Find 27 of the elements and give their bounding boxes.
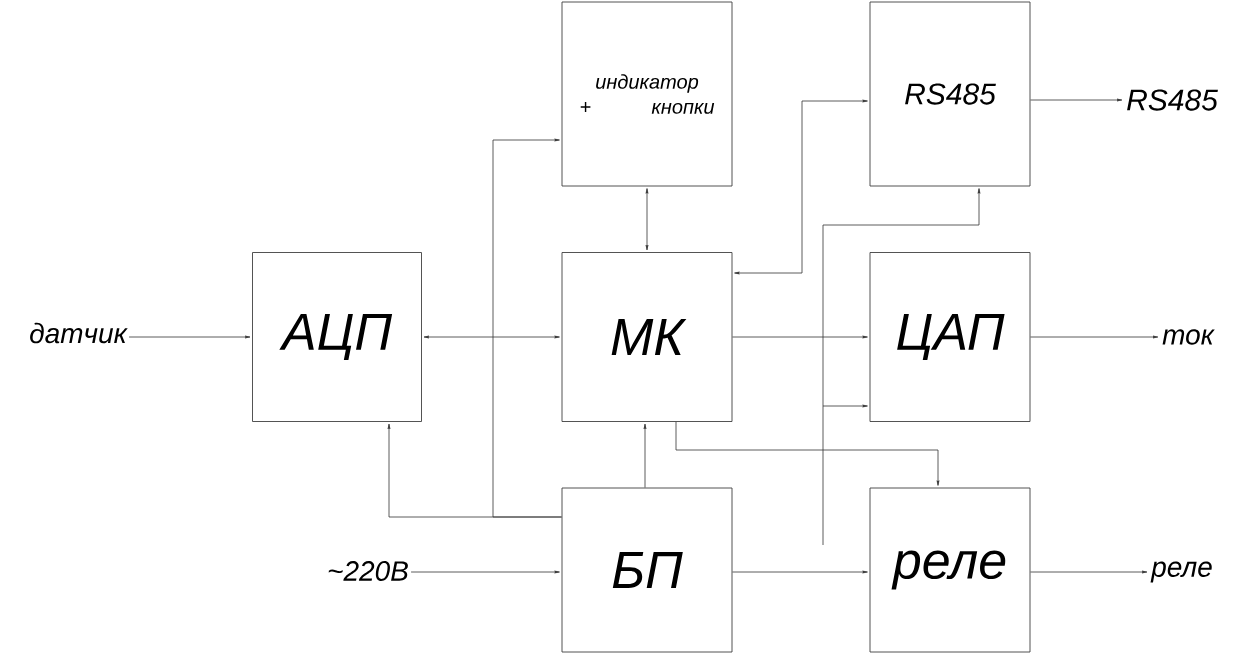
signal-label: RS485 bbox=[1127, 89, 1218, 111]
signal-label: датчик bbox=[30, 322, 128, 344]
signal-label: реле bbox=[1150, 561, 1212, 583]
arrow bbox=[1030, 98, 1123, 102]
block-box: индикатор + кнопки bbox=[561, 1, 733, 187]
arrow bbox=[675, 421, 940, 486]
block-box: МК bbox=[561, 252, 733, 422]
block-box: БП bbox=[561, 487, 733, 653]
block-box: RS485 bbox=[869, 1, 1031, 187]
signal-label: ~220В bbox=[328, 561, 408, 581]
arrow bbox=[1030, 570, 1148, 574]
arrow bbox=[822, 188, 981, 546]
arrow bbox=[643, 423, 647, 488]
arrow bbox=[128, 335, 251, 339]
arrow bbox=[734, 99, 868, 275]
arrow bbox=[1030, 335, 1159, 339]
arrow bbox=[732, 335, 868, 339]
block-box: АЦП bbox=[252, 252, 422, 422]
arrow bbox=[732, 570, 868, 574]
signal-label: ток bbox=[1162, 329, 1215, 345]
arrow bbox=[410, 570, 560, 574]
arrow bbox=[822, 404, 868, 408]
block-box: реле bbox=[869, 487, 1031, 653]
arrow bbox=[645, 188, 649, 251]
block-box: ЦАП bbox=[869, 252, 1031, 422]
arrow bbox=[423, 335, 560, 339]
arrow bbox=[492, 138, 562, 518]
